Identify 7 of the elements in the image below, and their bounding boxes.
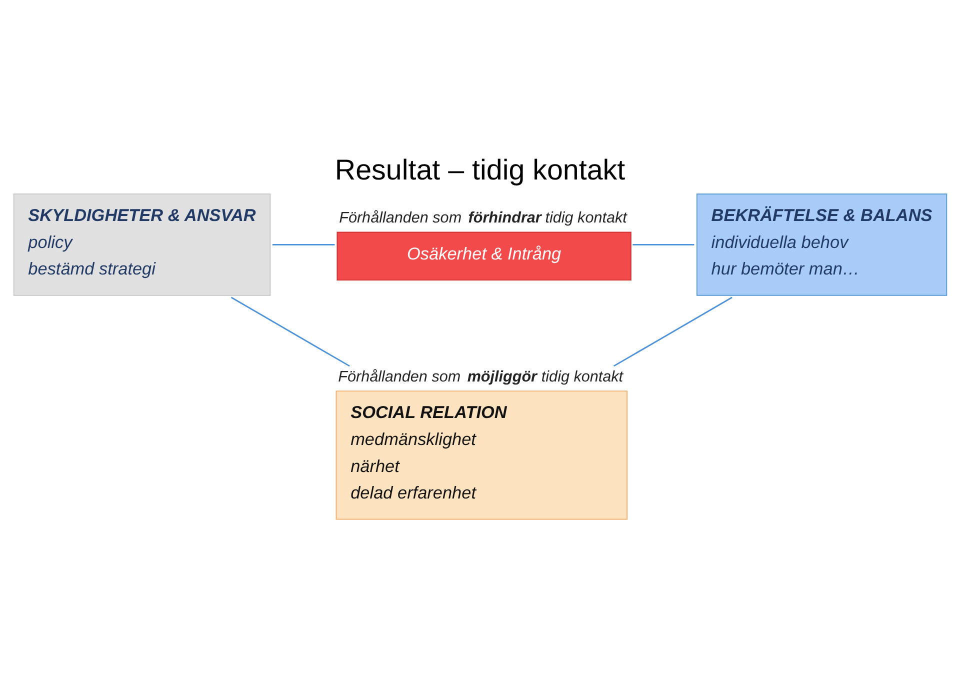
connector [230,296,350,367]
node-label: Förhållanden som möjliggör tidig kontakt [338,368,624,386]
connector [272,244,335,246]
node-label: Förhållanden som förhindrar tidig kontakt [339,209,627,226]
connector [613,296,732,367]
connector [632,244,694,246]
diagram-title: Resultat – tidig kontakt [334,154,626,187]
